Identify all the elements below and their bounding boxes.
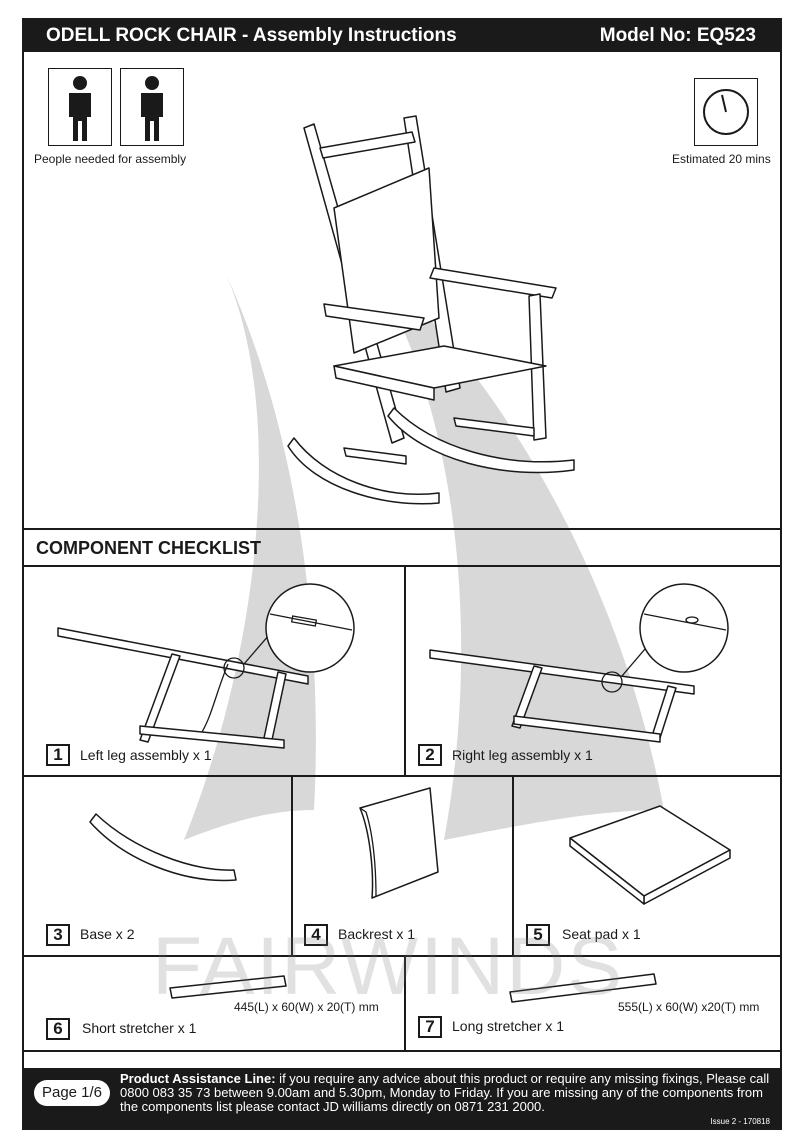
item-label-5: Seat pad x 1 bbox=[562, 926, 641, 942]
item-number-6: 6 bbox=[46, 1018, 70, 1040]
right-leg-assembly-drawing bbox=[429, 583, 729, 743]
item-number-1: 1 bbox=[46, 744, 70, 766]
item-number-5: 5 bbox=[526, 924, 550, 946]
model-number: Model No: EQ523 bbox=[599, 25, 756, 46]
person-icon bbox=[141, 76, 163, 141]
item-label-3: Base x 2 bbox=[80, 926, 135, 942]
rocking-chair-illustration bbox=[287, 115, 575, 505]
item-number-4: 4 bbox=[304, 924, 328, 946]
checklist-title: COMPONENT CHECKLIST bbox=[36, 538, 261, 558]
person-icon bbox=[69, 76, 91, 141]
short-stretcher-dims: 445(L) x 60(W) x 20(T) mm bbox=[234, 1000, 379, 1014]
assistance-body: if you require any advice about this pro… bbox=[120, 1071, 770, 1114]
page-indicator: Page 1/6 bbox=[34, 1080, 110, 1106]
item-number-3: 3 bbox=[46, 924, 70, 946]
long-stretcher-dims: 555(L) x 60(W) x20(T) mm bbox=[618, 1000, 760, 1014]
left-leg-assembly-drawing bbox=[57, 583, 355, 749]
long-stretcher-drawing bbox=[509, 973, 657, 1003]
backrest-drawing bbox=[359, 787, 439, 899]
clock-icon bbox=[703, 89, 749, 135]
seat-pad-drawing bbox=[569, 805, 731, 905]
item-label-4: Backrest x 1 bbox=[338, 926, 416, 942]
instruction-page: ODELL ROCK CHAIR - Assembly Instructions… bbox=[22, 18, 782, 1130]
clock-icon-box bbox=[694, 78, 758, 146]
item-number-2: 2 bbox=[418, 744, 442, 766]
item-label-2: Right leg assembly x 1 bbox=[452, 747, 593, 763]
title-bar: ODELL ROCK CHAIR - Assembly Instructions… bbox=[24, 20, 780, 52]
item-label-7: Long stretcher x 1 bbox=[452, 1018, 565, 1034]
document-title: ODELL ROCK CHAIR - Assembly Instructions bbox=[46, 25, 457, 46]
base-drawing bbox=[89, 813, 237, 882]
footer-bar: Page 1/6 Product Assistance Line: if you… bbox=[24, 1068, 780, 1128]
time-caption: Estimated 20 mins bbox=[672, 152, 771, 166]
item-label-1: Left leg assembly x 1 bbox=[80, 747, 212, 763]
issue-number: Issue 2 - 170818 bbox=[710, 1117, 770, 1126]
assistance-text: Product Assistance Line: if you require … bbox=[120, 1072, 770, 1114]
people-caption: People needed for assembly bbox=[34, 152, 187, 166]
item-number-7: 7 bbox=[418, 1016, 442, 1038]
item-label-6: Short stretcher x 1 bbox=[82, 1020, 197, 1036]
assistance-title: Product Assistance Line: bbox=[120, 1071, 276, 1086]
short-stretcher-drawing bbox=[169, 975, 287, 999]
person-icon-box bbox=[48, 68, 112, 146]
person-icon-box bbox=[120, 68, 184, 146]
brand-watermark: FAIRWINDS bbox=[152, 921, 625, 1012]
